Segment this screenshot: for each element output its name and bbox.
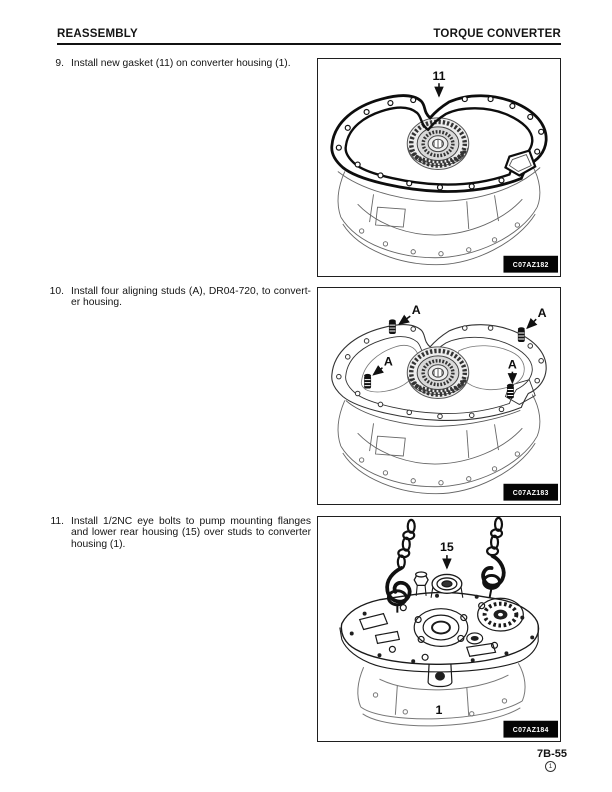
header-section-title: REASSEMBLY (57, 28, 138, 40)
step-9-number: 9. (55, 58, 64, 69)
step-10-line: Install four aligning studs (A), DR04-72… (71, 286, 311, 297)
step-11-line: housing (1). (71, 538, 126, 550)
step-11-number: 11. (50, 516, 64, 527)
step-11-line: Install 1/2NC eye bolts to pump mounting… (71, 516, 311, 527)
lifting-chain-left (385, 518, 416, 613)
figure-code: C07AZ183 (513, 490, 549, 497)
aligning-studs (364, 319, 525, 399)
header-rule (57, 43, 561, 46)
step-9-line: Install new gasket (11) on converter hou… (71, 58, 291, 69)
page-number: 7B-55 (537, 748, 567, 760)
callout-label-gasket: 11 (432, 69, 445, 83)
figure-code-box (503, 483, 559, 501)
step-9-text: Install new gasket (11) on converter hou… (71, 58, 311, 69)
figure-gasket-install: 11 C07AZ182 (317, 58, 561, 277)
step-11: 11. Install 1/2NC eye bolts to pump moun… (44, 516, 311, 550)
bearing-boss (430, 573, 464, 598)
header-chapter-title: TORQUE CONVERTER (433, 28, 561, 40)
lifting-chain-right (481, 517, 506, 598)
callout-arrow (398, 314, 411, 326)
hub-gear (406, 117, 470, 170)
callout-label-stud: A (412, 303, 421, 317)
callout-arrow (526, 317, 538, 330)
callout-label-rear-housing: 15 (440, 540, 454, 554)
rear-housing-illustration: 15 1 C07AZ184 (339, 517, 559, 738)
gasket-outline (330, 94, 548, 193)
gasket-install-illustration: 11 C07AZ182 (330, 69, 559, 273)
callout-label-stud: A (384, 355, 393, 369)
step-10-text: Install four aligning studs (A), DR04-72… (71, 286, 311, 309)
step-10: 10. Install four aligning studs (A), DR0… (44, 286, 311, 309)
callout-label-stud: A (538, 306, 547, 320)
figure-code: C07AZ182 (513, 262, 549, 269)
callout-label-converter-housing: 1 (436, 703, 443, 717)
rear-housing-plate (339, 591, 540, 673)
step-10-line: er housing. (71, 297, 122, 309)
callout-arrow (372, 365, 384, 376)
aligning-studs-illustration: A A A A C07AZ183 (331, 303, 559, 501)
callout-label-stud: A (508, 358, 517, 372)
step-11-line: and lower rear housing (15) over studs t… (71, 527, 311, 539)
step-11-text: Install 1/2NC eye bolts to pump mounting… (71, 516, 311, 550)
figure-code-box (503, 255, 559, 273)
figure-rear-housing-install: 15 1 C07AZ184 (317, 516, 561, 742)
figure-code-box (503, 720, 559, 738)
step-9: 9. Install new gasket (11) on converter … (44, 58, 311, 69)
revision-mark: 1 (545, 761, 556, 772)
figure-aligning-studs: A A A A C07AZ183 (317, 287, 561, 505)
hub-gear (406, 346, 470, 399)
step-10-number: 10. (49, 286, 64, 297)
figure-code: C07AZ184 (513, 727, 549, 734)
hex-nut (413, 571, 429, 596)
